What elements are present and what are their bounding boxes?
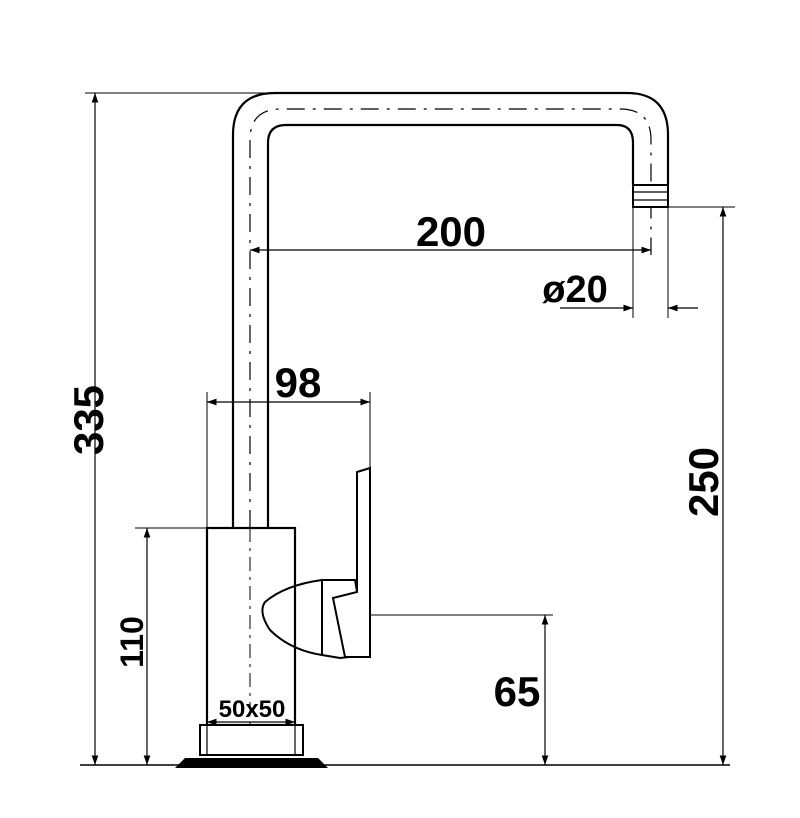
label-total-height: 335: [65, 385, 112, 455]
faucet-body: [205, 526, 297, 727]
faucet-outline: [80, 91, 730, 768]
spout-inner-edge: [266, 123, 635, 528]
label-body-height: 110: [114, 616, 150, 668]
handle-cone: [261, 578, 323, 657]
label-outlet-diameter: ø20: [542, 269, 607, 311]
label-base-size: 50x50: [219, 696, 286, 723]
label-outlet-height: 250: [680, 447, 727, 517]
base-plate: [175, 758, 328, 768]
handle-lever: [331, 466, 371, 658]
label-handle-height: 65: [494, 668, 541, 715]
base-block: [199, 724, 304, 756]
label-body-to-handle: 98: [275, 359, 322, 406]
label-spout-reach: 200: [416, 208, 486, 255]
dimension-lines: [85, 92, 735, 765]
spout-centerline: [249, 108, 652, 528]
spout-outer-edge: [231, 91, 670, 528]
aerator: [632, 184, 669, 208]
dimension-labels: 335 200 ø20 98 110 250 65 50x50: [65, 208, 727, 723]
